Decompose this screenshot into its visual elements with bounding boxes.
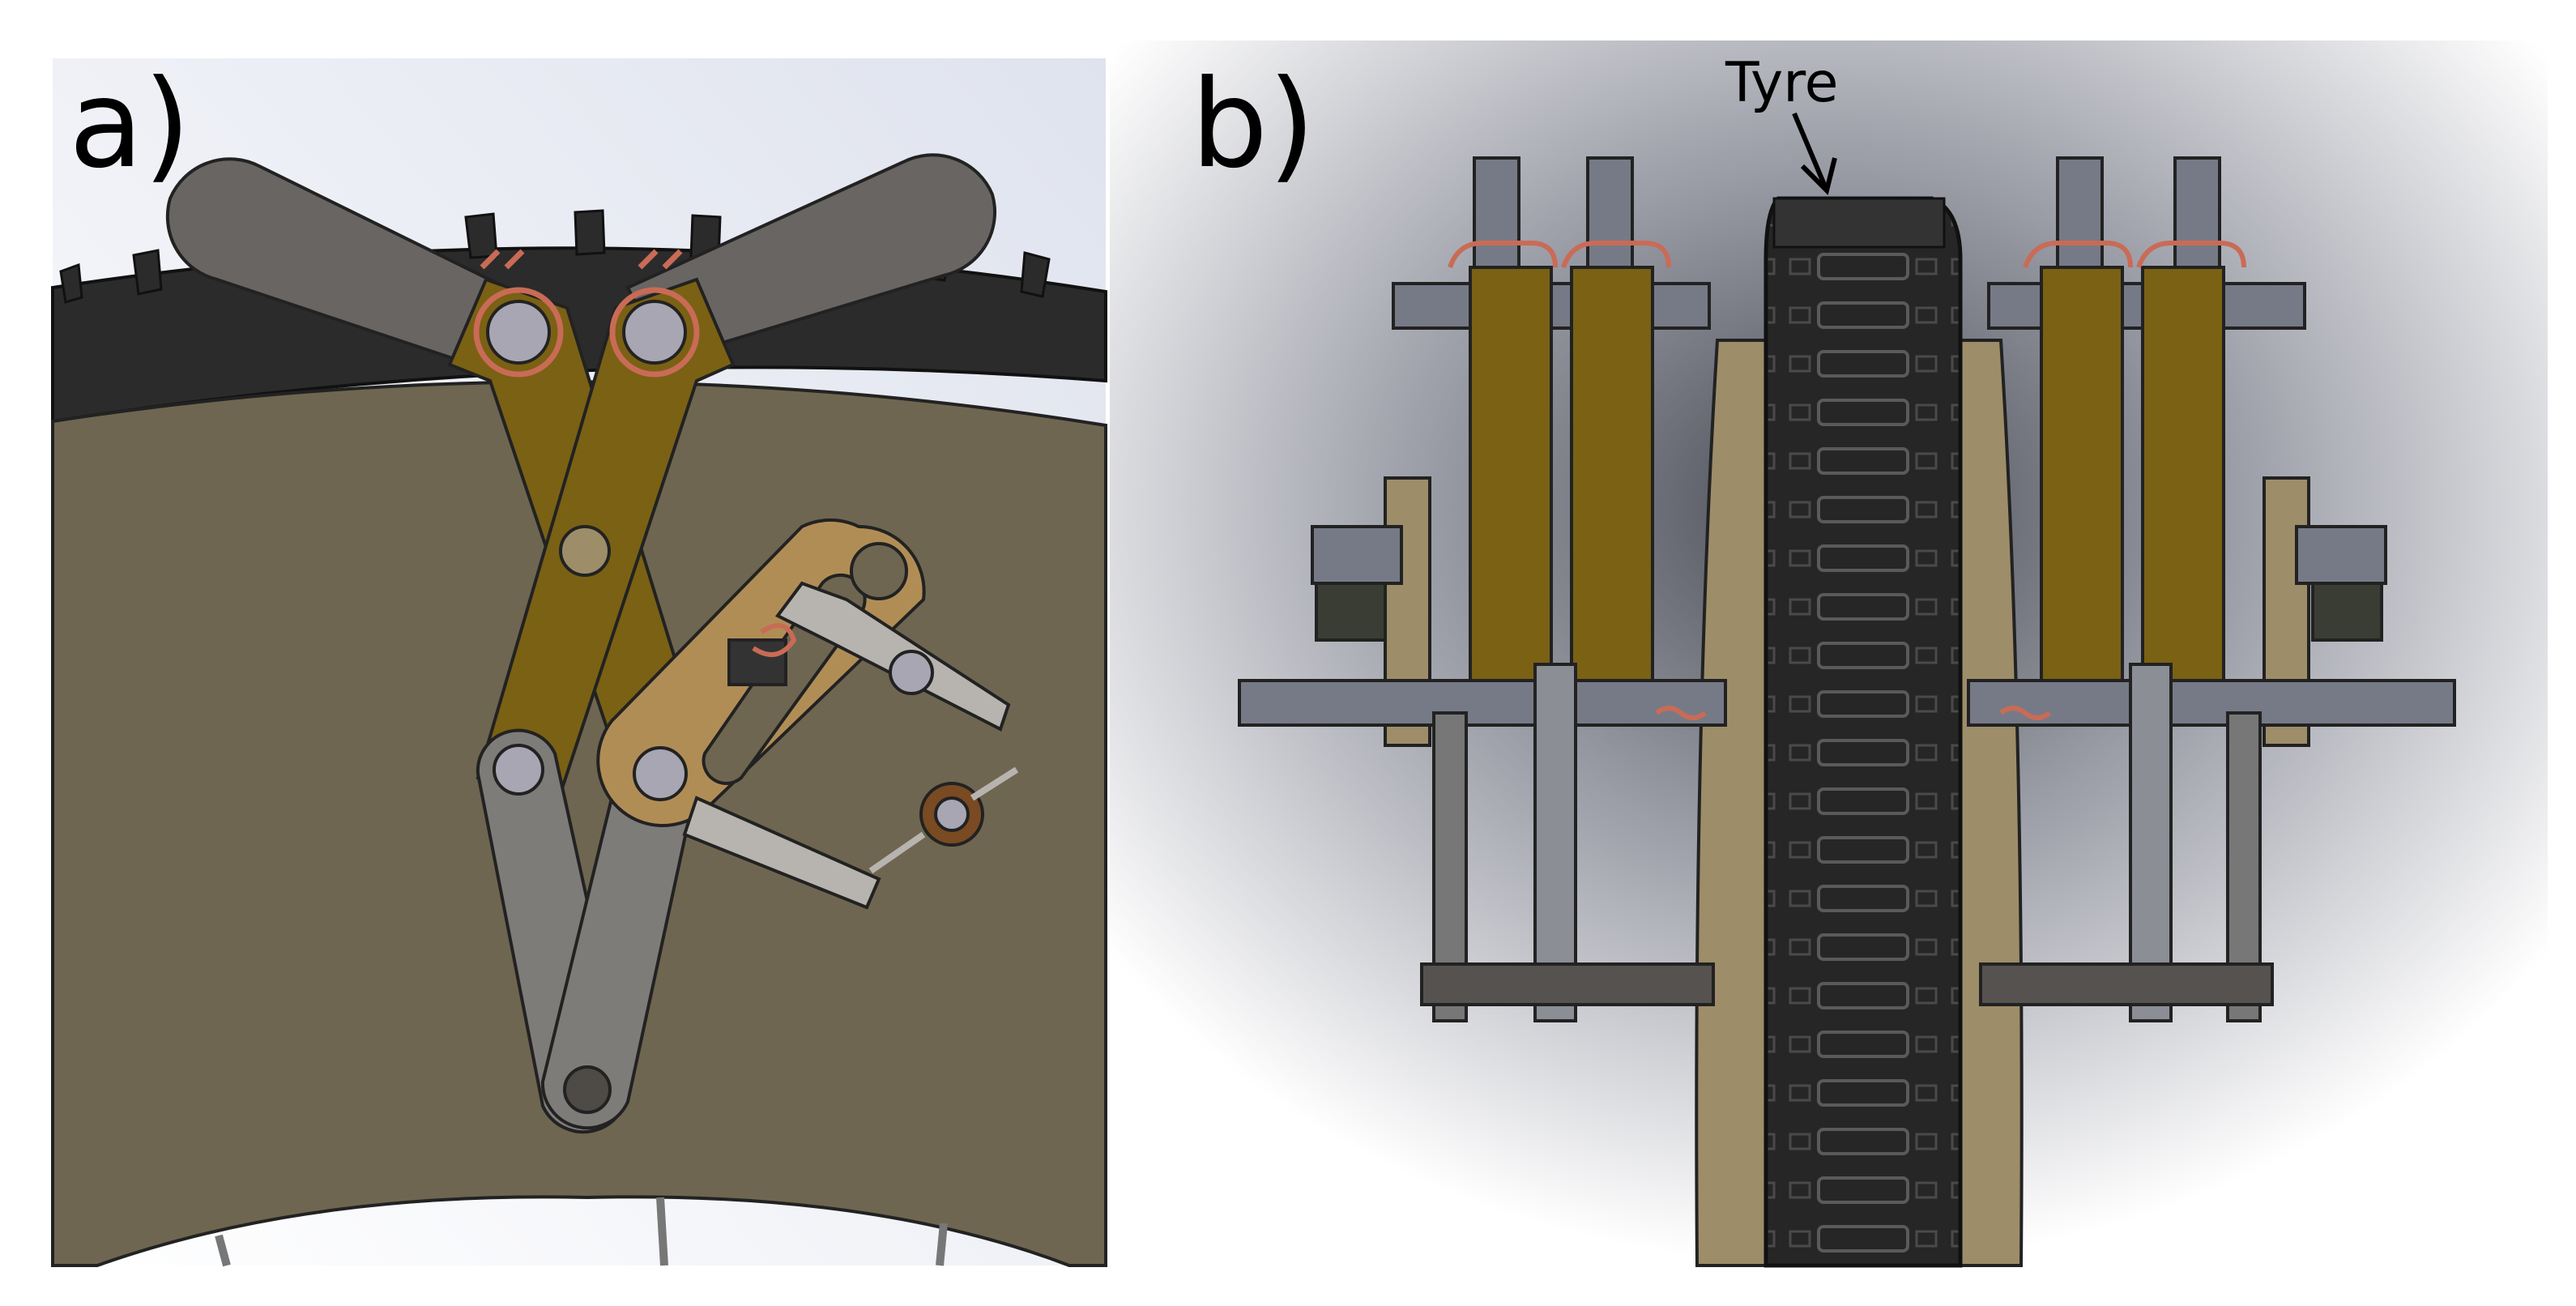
pivot-pin-icon [486,300,687,365]
panel-b-label: b) [1191,54,1316,195]
latch-lever [682,581,1011,910]
panel-b: Tyre b) [1110,41,2548,1268]
panel-a: a) [51,54,1107,1267]
tyre-annotation-arrow [1792,112,1837,195]
tyre-tread-icon [1772,197,1946,249]
tyre-b [1764,196,1963,1268]
spring-coil-icon [1448,241,2246,720]
tyre-annotation-label: Tyre [1725,51,1839,115]
spokes [215,1197,948,1267]
panel-a-label: a) [69,54,190,195]
left-assembly [1238,156,1727,1022]
tyre-annotation: Tyre [1725,51,1839,195]
spring-coil-icon [473,249,700,378]
side-discs [1695,339,2024,1267]
right-assembly [1967,156,2456,1022]
tension-knob [868,766,1019,874]
lower-arms [476,728,695,1134]
